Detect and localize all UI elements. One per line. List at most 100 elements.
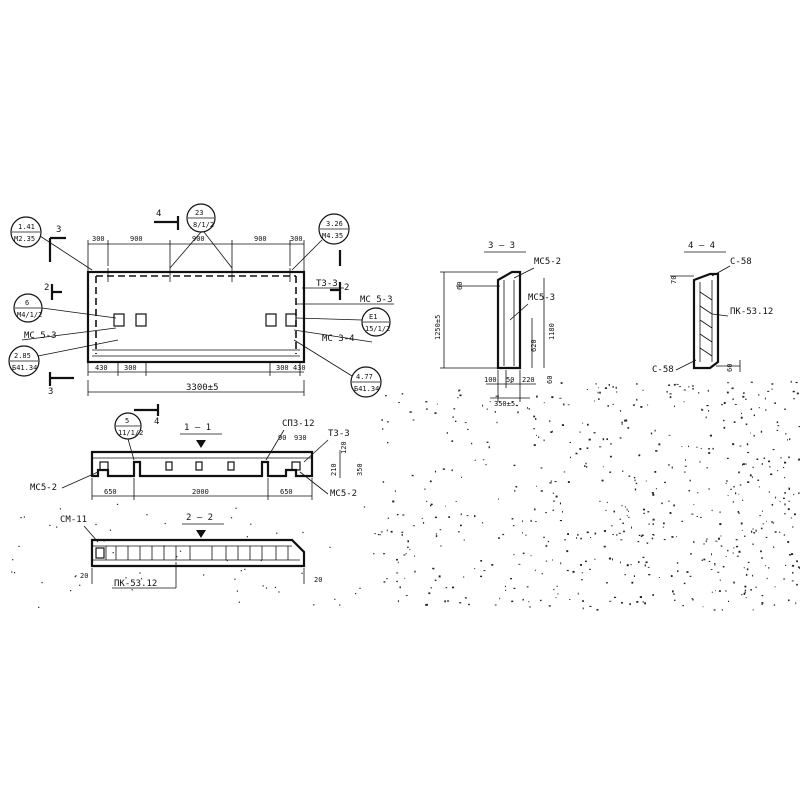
plan-dim-4: 300: [290, 235, 303, 243]
leader-mc52-left: [61, 471, 99, 489]
leader-mc34: [293, 329, 373, 343]
leader-c58-bottom: [675, 359, 697, 371]
embedded-plate-2: [135, 313, 147, 327]
section-2-2-dim-ticks: [91, 568, 305, 584]
leader-section-1-t33: [303, 439, 329, 463]
section-1-1-opening-2: [195, 461, 203, 471]
section-1-1: 1 — 1 650 2000 650 90 930 350 210 120 5 …: [30, 412, 364, 500]
leader-sp312: [265, 429, 285, 461]
section-3-3-vdim-3: 60: [546, 376, 554, 384]
section-1-1-dim-1: 2000: [192, 488, 209, 496]
label-section-4-pk: ПК-53.12: [730, 307, 773, 317]
callout-left-285: 2.85 Б41.34: [8, 339, 119, 377]
section-3-3-vdim-1: 1180: [548, 323, 556, 340]
scan-noise: [11, 380, 800, 611]
label-t33: ТЗ-3: [316, 279, 338, 289]
section-3-3-width-dim: 350±5: [494, 400, 515, 408]
plan-view: 300 900 900 900 300 430 300 300 430 3300…: [8, 203, 394, 427]
section-1-1-height-2: 120: [340, 441, 348, 454]
section-2-2-level-mark: [196, 530, 206, 538]
section-3-3-hdim-ticks: [497, 370, 521, 402]
leader-mc52-right: [299, 471, 329, 495]
section-marker-2-right: [330, 282, 342, 300]
section-1-1-opening-3: [227, 461, 235, 471]
section-1-1-top-small-1: 930: [294, 434, 307, 442]
section-3-3: 3 — 3 1250±5 60 1180 620 60 100 50 220 3…: [434, 241, 561, 408]
section-3-3-vdim-0: 1250±5: [434, 315, 442, 340]
leader-section-4-pk: [711, 313, 729, 317]
embedded-plate-1: [113, 313, 125, 327]
section-2-2: 2 — 2 СМ-11 ПК-53.12 20 20: [60, 513, 322, 589]
section-1-1-title: 1 — 1: [184, 423, 211, 433]
section-2-2-dim-left: 20: [80, 572, 88, 580]
section-4-4-dim-top: 70: [670, 276, 678, 284]
section-4-4-profile: [692, 272, 720, 370]
section-marker-3-top: [48, 236, 66, 262]
svg-text:15/1/2: 15/1/2: [365, 325, 390, 333]
label-c58-bottom: С-58: [652, 365, 674, 375]
plan-bottom-dim-3: 430: [293, 364, 306, 372]
callout-right-top: 3.26 М4.35: [291, 213, 350, 271]
section-4-4-base-mark: [716, 360, 741, 372]
plan-top-dim-ticks: [87, 240, 305, 272]
section-2-2-stirrups: [105, 546, 289, 560]
callout-left-top: 1.41 М2.35: [10, 216, 93, 271]
plan-overall-dim-ticks: [87, 380, 305, 396]
svg-text:Б41.34: Б41.34: [354, 385, 379, 393]
svg-text:Е1: Е1: [369, 313, 377, 321]
section-4-4-title: 4 — 4: [688, 241, 715, 251]
section-2-2-profile: [90, 538, 306, 568]
plan-bottom-dim-2: 300: [276, 364, 289, 372]
section-marker-3-bottom: [48, 372, 74, 386]
section-4-top-label: 4: [156, 209, 161, 219]
leader-mc53-left: [21, 327, 117, 341]
section-2-2-embedded: [95, 547, 105, 559]
label-c58-top: С-58: [730, 257, 752, 267]
label-section-2-pk: ПК-53.12: [114, 579, 157, 589]
section-3-3-profile: [496, 270, 522, 370]
svg-text:11/1/2: 11/1/2: [118, 429, 143, 437]
section-2-left-label: 2: [44, 283, 49, 293]
svg-text:1.41: 1.41: [18, 223, 35, 231]
section-1-1-height-0: 350: [356, 463, 364, 476]
leader-sm11: [83, 525, 99, 543]
plan-dim-3: 900: [254, 235, 267, 243]
section-3-3-hdim-1: 50: [506, 376, 514, 384]
svg-text:М4/1/2: М4/1/2: [17, 311, 42, 319]
svg-text:5: 5: [125, 417, 129, 425]
section-1-1-top-small-0: 90: [278, 434, 286, 442]
svg-text:2.85: 2.85: [14, 352, 31, 360]
svg-text:23: 23: [195, 209, 203, 217]
section-2-right-label: 2: [344, 283, 349, 293]
plan-dim-0: 300: [92, 235, 105, 243]
embedded-plate-4: [285, 313, 297, 327]
label-section-3-mc53: МС5-3: [528, 293, 555, 303]
svg-text:Б41.34: Б41.34: [12, 364, 37, 372]
section-marker-2-left: [50, 284, 62, 300]
label-section-3-mc52: МС5-2: [534, 257, 561, 267]
section-3-3-vdim-4: 60: [456, 282, 464, 290]
plan-outline: [86, 270, 306, 364]
plan-bottom-dim-ticks: [87, 362, 301, 376]
label-mc53-right: МС 5-3: [360, 295, 393, 305]
label-mc52-right: МС5-2: [330, 489, 357, 499]
plan-bottom-dim-0: 430: [95, 364, 108, 372]
callout-right-477: 4.77 Б41.34: [293, 339, 382, 398]
section-1-1-embedded-left: [99, 461, 109, 471]
svg-text:М2.35: М2.35: [14, 235, 35, 243]
section-3-3-hdim-2: 220: [522, 376, 535, 384]
plan-bottom-dim-1: 300: [124, 364, 137, 372]
leader-section-3-mc52: [513, 267, 535, 279]
leader-c58-top: [711, 265, 731, 277]
callout-right-el: Е1 15/1/2: [295, 307, 391, 337]
section-1-1-height-1: 210: [330, 463, 338, 476]
section-1-1-dim-2: 650: [280, 488, 293, 496]
section-2-2-title: 2 — 2: [186, 513, 213, 523]
section-marker-4-top: [154, 216, 180, 230]
label-mc52-left: МС5-2: [30, 483, 57, 493]
plan-dim-1: 900: [130, 235, 143, 243]
label-sm11: СМ-11: [60, 515, 87, 525]
label-section-1-t33: ТЗ-3: [328, 429, 350, 439]
section-1-1-embedded-right: [291, 461, 301, 471]
